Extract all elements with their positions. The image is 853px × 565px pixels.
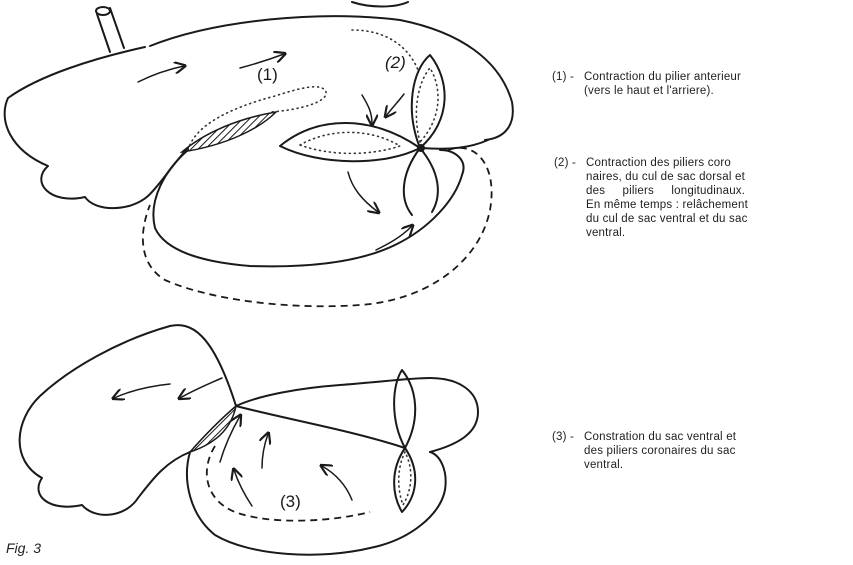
diagram-label-3: (3) [280, 492, 301, 511]
coronary-petal-lower [404, 148, 438, 215]
dorsal-lobe-dotted [300, 132, 400, 153]
bottom-coronary-dotted [399, 452, 411, 505]
esophagus-opening [96, 7, 110, 15]
legend-item-3-number: (3) - [552, 430, 584, 444]
arrow-dorsal-1 [138, 66, 184, 82]
legend-item-2-line4: En même temps : relâchement [554, 198, 850, 212]
legend-item-1: (1) -Contraction du pilier anterieur (ve… [552, 70, 852, 98]
legend-item-1-number: (1) - [552, 70, 584, 84]
legend-item-1-line1: Contraction du pilier anterieur [584, 71, 741, 83]
figure-label: Fig. 3 [6, 540, 41, 556]
legend-item-1-line2: (vers le haut et l'arriere). [552, 84, 852, 98]
legend-item-2: (2) -Contraction des piliers coro naires… [554, 156, 850, 240]
legend-item-2-line2: naires, du cul de sac dorsal et [554, 170, 850, 184]
arrow-bottom-up-3 [234, 470, 252, 506]
arrow-bottom-left-1 [114, 384, 170, 398]
legend-item-3-line3: ventral. [552, 458, 852, 472]
arrow-down-1 [362, 95, 372, 124]
legend-item-3: (3) -Constration du sac ventral et des p… [552, 430, 852, 472]
dorsal-lobe [280, 123, 420, 161]
top-rumen-drawing: (1) (2) [5, 2, 513, 306]
bottom-pillar-hatched [190, 406, 236, 452]
bottom-ventral-outline [187, 452, 446, 555]
legend-item-2-line1: Contraction des piliers coro [586, 157, 731, 169]
diagram-label-1: (1) [257, 65, 278, 84]
arrow-bottom-up-4 [322, 466, 352, 500]
bottom-coronary-lower [394, 448, 415, 512]
legend-item-2-line5: du cul de sac ventral et du sac [554, 212, 850, 226]
relaxed-outline-dashed [143, 148, 492, 306]
arrow-down-2 [386, 94, 404, 116]
legend-item-2-line6: ventral. [554, 226, 850, 240]
anterior-pillar-hatched [182, 112, 276, 152]
legend-item-2-line3: des piliers longitudinaux. [554, 184, 850, 198]
bottom-dorsal-outline [20, 325, 478, 515]
bottom-ridge [236, 406, 405, 448]
ventral-sac-outline [153, 150, 463, 266]
arrow-bottom-left-2 [180, 378, 222, 398]
top-edge-fragment [352, 2, 408, 7]
bottom-coronary-upper [394, 370, 415, 448]
legend-item-2-number: (2) - [554, 156, 586, 170]
bottom-rumen-drawing: (3) [20, 325, 478, 555]
legend-item-3-line2: des piliers coronaires du sac [552, 444, 852, 458]
arrow-bottom-up-2 [262, 434, 268, 468]
diagram-label-2: (2) [385, 53, 406, 72]
arrow-ventral-down [348, 172, 378, 212]
legend-item-3-line1: Constration du sac ventral et [584, 431, 736, 443]
